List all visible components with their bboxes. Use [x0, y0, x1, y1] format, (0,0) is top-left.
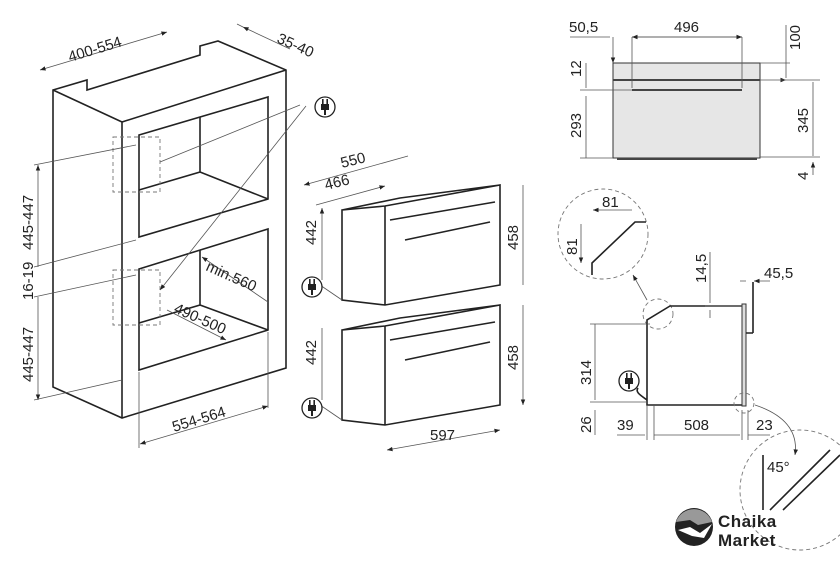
dim-foot: 4 — [795, 172, 812, 180]
dim-upper-front-height: 458 — [505, 225, 522, 250]
dim-lower-height: 293 — [568, 113, 585, 138]
plug-icon — [314, 96, 336, 118]
dim-oven-depth-body: 466 — [323, 171, 351, 194]
dim-side-bottom: 26 — [578, 416, 595, 433]
logo-line-1: Chaika — [718, 512, 777, 531]
front-view-drawing: 50,5 496 100 12 293 345 4 — [568, 19, 820, 180]
dim-angle: 45° — [767, 459, 790, 476]
dim-handle-depth: 45,5 — [764, 265, 793, 282]
dim-chamfer-width: 81 — [602, 194, 619, 211]
dim-lower-front-height: 458 — [505, 345, 522, 370]
socket-zone-upper — [112, 136, 161, 193]
dim-height-upper: 445-447 — [20, 195, 37, 250]
dim-gap-top: 35-40 — [274, 30, 316, 61]
plug-icon — [301, 397, 323, 419]
dim-side-height: 314 — [578, 360, 595, 385]
dim-handle-gap: 12 — [568, 60, 585, 77]
dim-front-width: 597 — [430, 427, 455, 444]
dim-body-height: 345 — [795, 108, 812, 133]
socket-zone-lower — [112, 269, 161, 326]
dim-width-bottom: 554-564 — [170, 403, 228, 435]
plug-icon — [618, 370, 640, 392]
dim-rear: 39 — [617, 417, 634, 434]
side-view-drawing: 81 81 14,5 45,5 314 26 39 508 23 45° — [557, 188, 840, 551]
dim-chamfer-height: 81 — [564, 238, 581, 255]
dim-height-lower: 445-447 — [20, 327, 37, 382]
dim-top-offset: 100 — [787, 25, 804, 50]
logo-text: Chaika Market — [718, 512, 777, 550]
dim-top-gap: 14,5 — [693, 254, 710, 283]
dim-upper-body-height: 442 — [303, 220, 320, 245]
plug-icon — [301, 276, 323, 298]
ovens-drawing: 550 466 442 458 442 458 597 — [301, 149, 523, 452]
dim-lower-body-height: 442 — [303, 340, 320, 365]
dim-gap-middle: 16-19 — [20, 262, 37, 300]
dim-handle-width: 496 — [674, 19, 699, 36]
dim-depth-min: min.560 — [203, 258, 259, 295]
dim-left-offset: 50,5 — [569, 19, 598, 36]
dim-door: 23 — [756, 417, 773, 434]
dim-width-top: 400-554 — [66, 33, 124, 65]
cabinet-drawing: 400-554 35-40 445-447 16-19 445-447 min.… — [20, 24, 336, 448]
dim-oven-depth-total: 550 — [339, 149, 367, 172]
logo-line-2: Market — [718, 531, 776, 550]
dim-side-depth: 508 — [684, 417, 709, 434]
chaika-logo — [675, 508, 713, 546]
